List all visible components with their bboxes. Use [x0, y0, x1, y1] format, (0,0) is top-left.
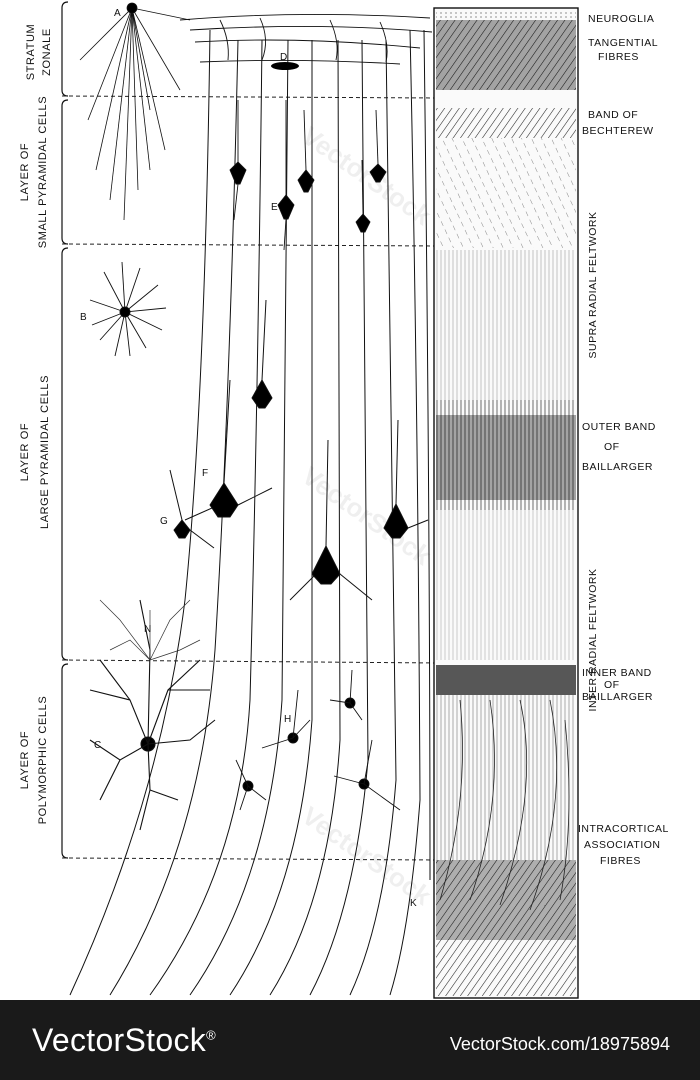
label-supra-radial: SUPRA RADIAL FELTWORK [587, 211, 599, 358]
footer-banner: VectorStock® VectorStock.com/18975894 [0, 1000, 700, 1080]
label-zonale: ZONALE [41, 28, 53, 76]
letter-g: G [160, 516, 168, 527]
label-large-pyramidal: LARGE PYRAMIDAL CELLS [39, 375, 51, 529]
footer-reg-mark: ® [206, 1027, 216, 1043]
right-labels: NEUROGLIA TANGENTIAL FIBRES BAND OF BECH… [578, 13, 669, 867]
letter-e: E [271, 202, 278, 213]
label-bechterew-2: BECHTEREW [582, 125, 654, 137]
label-tangential-2: FIBRES [598, 51, 639, 63]
label-outer-2: OF [604, 441, 620, 453]
svg-text:VectorStock: VectorStock [297, 120, 438, 231]
label-small-pyramidal: SMALL PYRAMIDAL CELLS [37, 96, 49, 248]
letter-c: C [94, 740, 101, 751]
label-inner-2: OF [604, 679, 620, 691]
svg-text:VectorStock: VectorStock [297, 800, 438, 911]
label-assoc-2: ASSOCIATION [584, 839, 660, 851]
letter-a: A [114, 8, 121, 19]
label-bechterew-1: BAND OF [588, 109, 638, 121]
footer-url: VectorStock.com/18975894 [449, 1034, 670, 1054]
letter-h: H [284, 714, 291, 725]
label-layer-poly: LAYER OF [19, 731, 31, 789]
watermark: VectorStock VectorStock VectorStock [297, 120, 438, 911]
label-layer-small: LAYER OF [19, 143, 31, 201]
footer-brand: VectorStock® [32, 1022, 216, 1059]
letter-k: K [410, 898, 417, 909]
letter-b: B [80, 312, 87, 323]
label-stratum: STRATUM [25, 24, 37, 81]
layer-boundaries [61, 95, 441, 861]
cell-letters: A B C D E F G H K N [80, 8, 417, 909]
label-inner-3: BAILLARGER [582, 691, 653, 703]
letter-n: N [144, 624, 151, 635]
cell-a [79, 2, 191, 221]
label-outer-1: OUTER BAND [582, 421, 656, 433]
svg-text:VectorStock: VectorStock [297, 460, 438, 571]
letter-f: F [202, 468, 208, 479]
layer-brackets [61, 1, 69, 859]
cell-b [89, 261, 167, 357]
label-layer-large: LAYER OF [19, 423, 31, 481]
label-assoc-3: FIBRES [600, 855, 641, 867]
label-outer-3: BAILLARGER [582, 461, 653, 473]
footer-brand-text: VectorStock [32, 1022, 207, 1058]
tangential-fibres [179, 13, 433, 65]
label-inter-radial: INTER RADIAL FELTWORK [587, 569, 599, 712]
polymorphic-cells [235, 669, 401, 811]
cell-n [99, 599, 201, 661]
label-inner-1: INNER BAND [582, 667, 652, 679]
large-pyramidal-cells [169, 299, 429, 601]
letter-d: D [280, 52, 287, 63]
cell-d [271, 62, 299, 70]
cortex-diagram: A B C D E F G H K N STRATUM ZONALE LAYER… [19, 1, 669, 999]
label-polymorphic: POLYMORPHIC CELLS [37, 696, 49, 825]
small-pyramidal-cells [229, 100, 387, 251]
label-assoc-1: INTRACORTICAL [578, 823, 669, 835]
label-neuroglia: NEUROGLIA [588, 13, 654, 25]
histology-column [433, 7, 579, 999]
label-tangential-1: TANGENTIAL [588, 37, 658, 49]
layer-labels: STRATUM ZONALE LAYER OF SMALL PYRAMIDAL … [19, 24, 53, 825]
cell-c [89, 599, 216, 831]
